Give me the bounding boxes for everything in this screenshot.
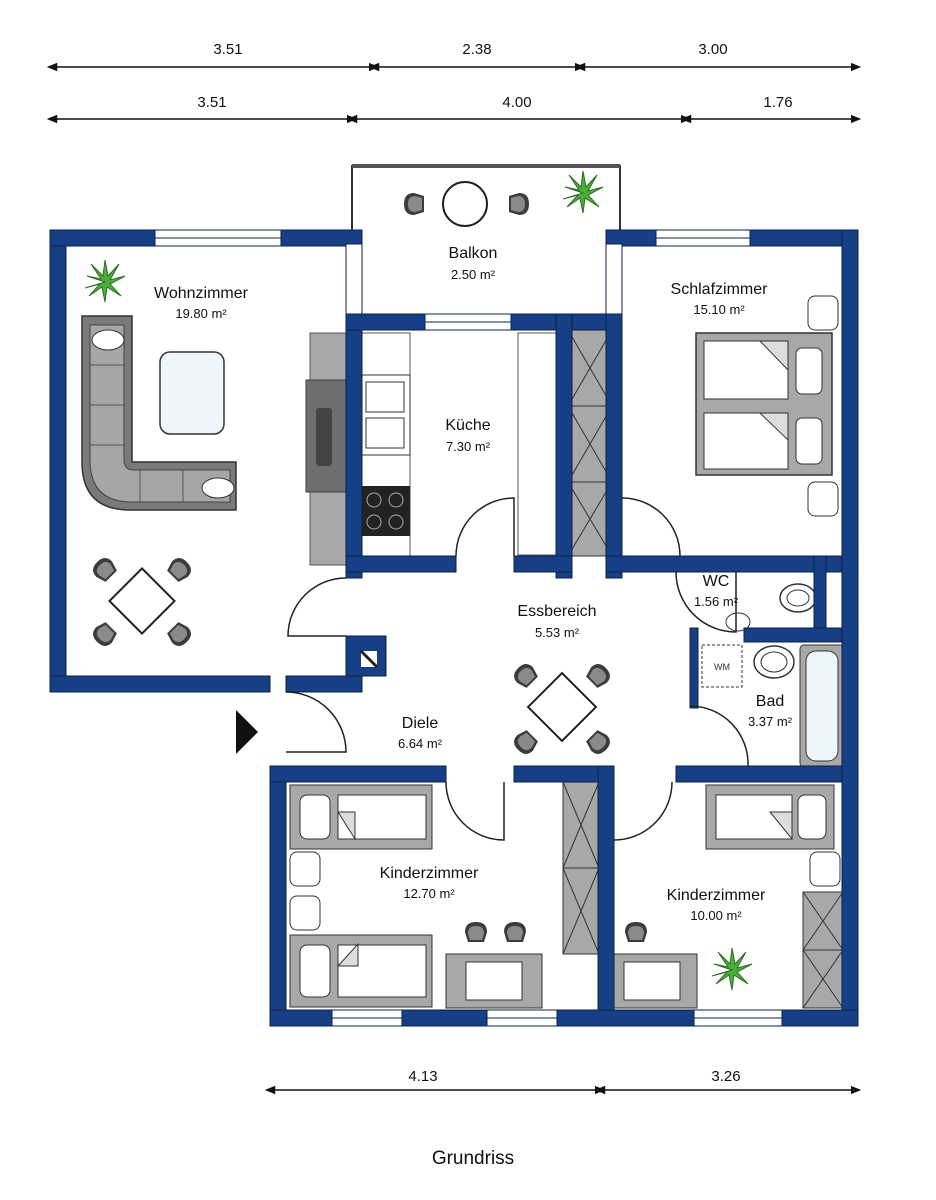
room-name-diele: Diele <box>402 715 439 732</box>
door-swings <box>285 497 749 841</box>
dimension-label: 3.51 <box>213 41 242 58</box>
room-name-bad: Bad <box>756 693 784 710</box>
dimension-label: 4.00 <box>502 94 531 111</box>
room-area-wohnzimmer: 19.80 m² <box>175 306 227 321</box>
room-area-diele: 6.64 m² <box>398 736 443 751</box>
room-name-kinderzimmer-1: Kinderzimmer <box>380 865 479 882</box>
room-area-bad: 3.37 m² <box>748 714 793 729</box>
walls <box>49 229 859 1027</box>
bathroom-fixtures <box>701 569 855 768</box>
room-area-kinderzimmer-2: 10.00 m² <box>690 908 742 923</box>
plant-icon <box>84 259 126 303</box>
room-name-kueche: Küche <box>445 417 490 434</box>
coffee-table <box>159 351 225 435</box>
room-name-wc: WC <box>703 573 730 590</box>
room-name-balkon: Balkon <box>449 245 498 262</box>
dining-set <box>510 660 614 758</box>
dimension-label: 4.13 <box>408 1068 437 1085</box>
kids-room-2-furniture <box>608 784 844 1009</box>
room-area-wc: 1.56 m² <box>694 594 739 609</box>
dimension-label: 3.00 <box>698 41 727 58</box>
washing-machine-label: WM <box>714 662 730 672</box>
room-area-kueche: 7.30 m² <box>446 439 491 454</box>
room-name-schlafzimmer: Schlafzimmer <box>671 281 769 298</box>
dimension-label: 1.76 <box>763 94 792 111</box>
room-area-balkon: 2.50 m² <box>451 267 496 282</box>
room-name-wohnzimmer: Wohnzimmer <box>154 285 249 302</box>
dimension-label: 3.26 <box>711 1068 740 1085</box>
kids-room-1-furniture <box>289 784 543 1009</box>
plant-icon <box>711 947 753 991</box>
room-area-kinderzimmer-1: 12.70 m² <box>403 886 455 901</box>
room-area-essbereich: 5.53 m² <box>535 625 580 640</box>
balcony-outline <box>351 164 621 240</box>
room-name-essbereich: Essbereich <box>517 603 596 620</box>
kitchen-counter <box>305 332 557 566</box>
dimension-label: 3.51 <box>197 94 226 111</box>
hall-wardrobe <box>562 781 600 955</box>
entrance-arrow-icon <box>236 710 258 754</box>
windows <box>154 229 783 1027</box>
plant-icon <box>562 170 604 214</box>
double-bed <box>695 295 839 517</box>
wardrobe <box>567 329 613 557</box>
dimension-label: 2.38 <box>462 41 491 58</box>
corner-sofa <box>81 315 237 511</box>
balcony-dining-set <box>404 181 529 227</box>
room-name-kinderzimmer-2: Kinderzimmer <box>667 887 766 904</box>
room-area-schlafzimmer: 15.10 m² <box>693 302 745 317</box>
plan-caption: Grundriss <box>432 1148 514 1169</box>
living-dining-set <box>89 554 195 650</box>
